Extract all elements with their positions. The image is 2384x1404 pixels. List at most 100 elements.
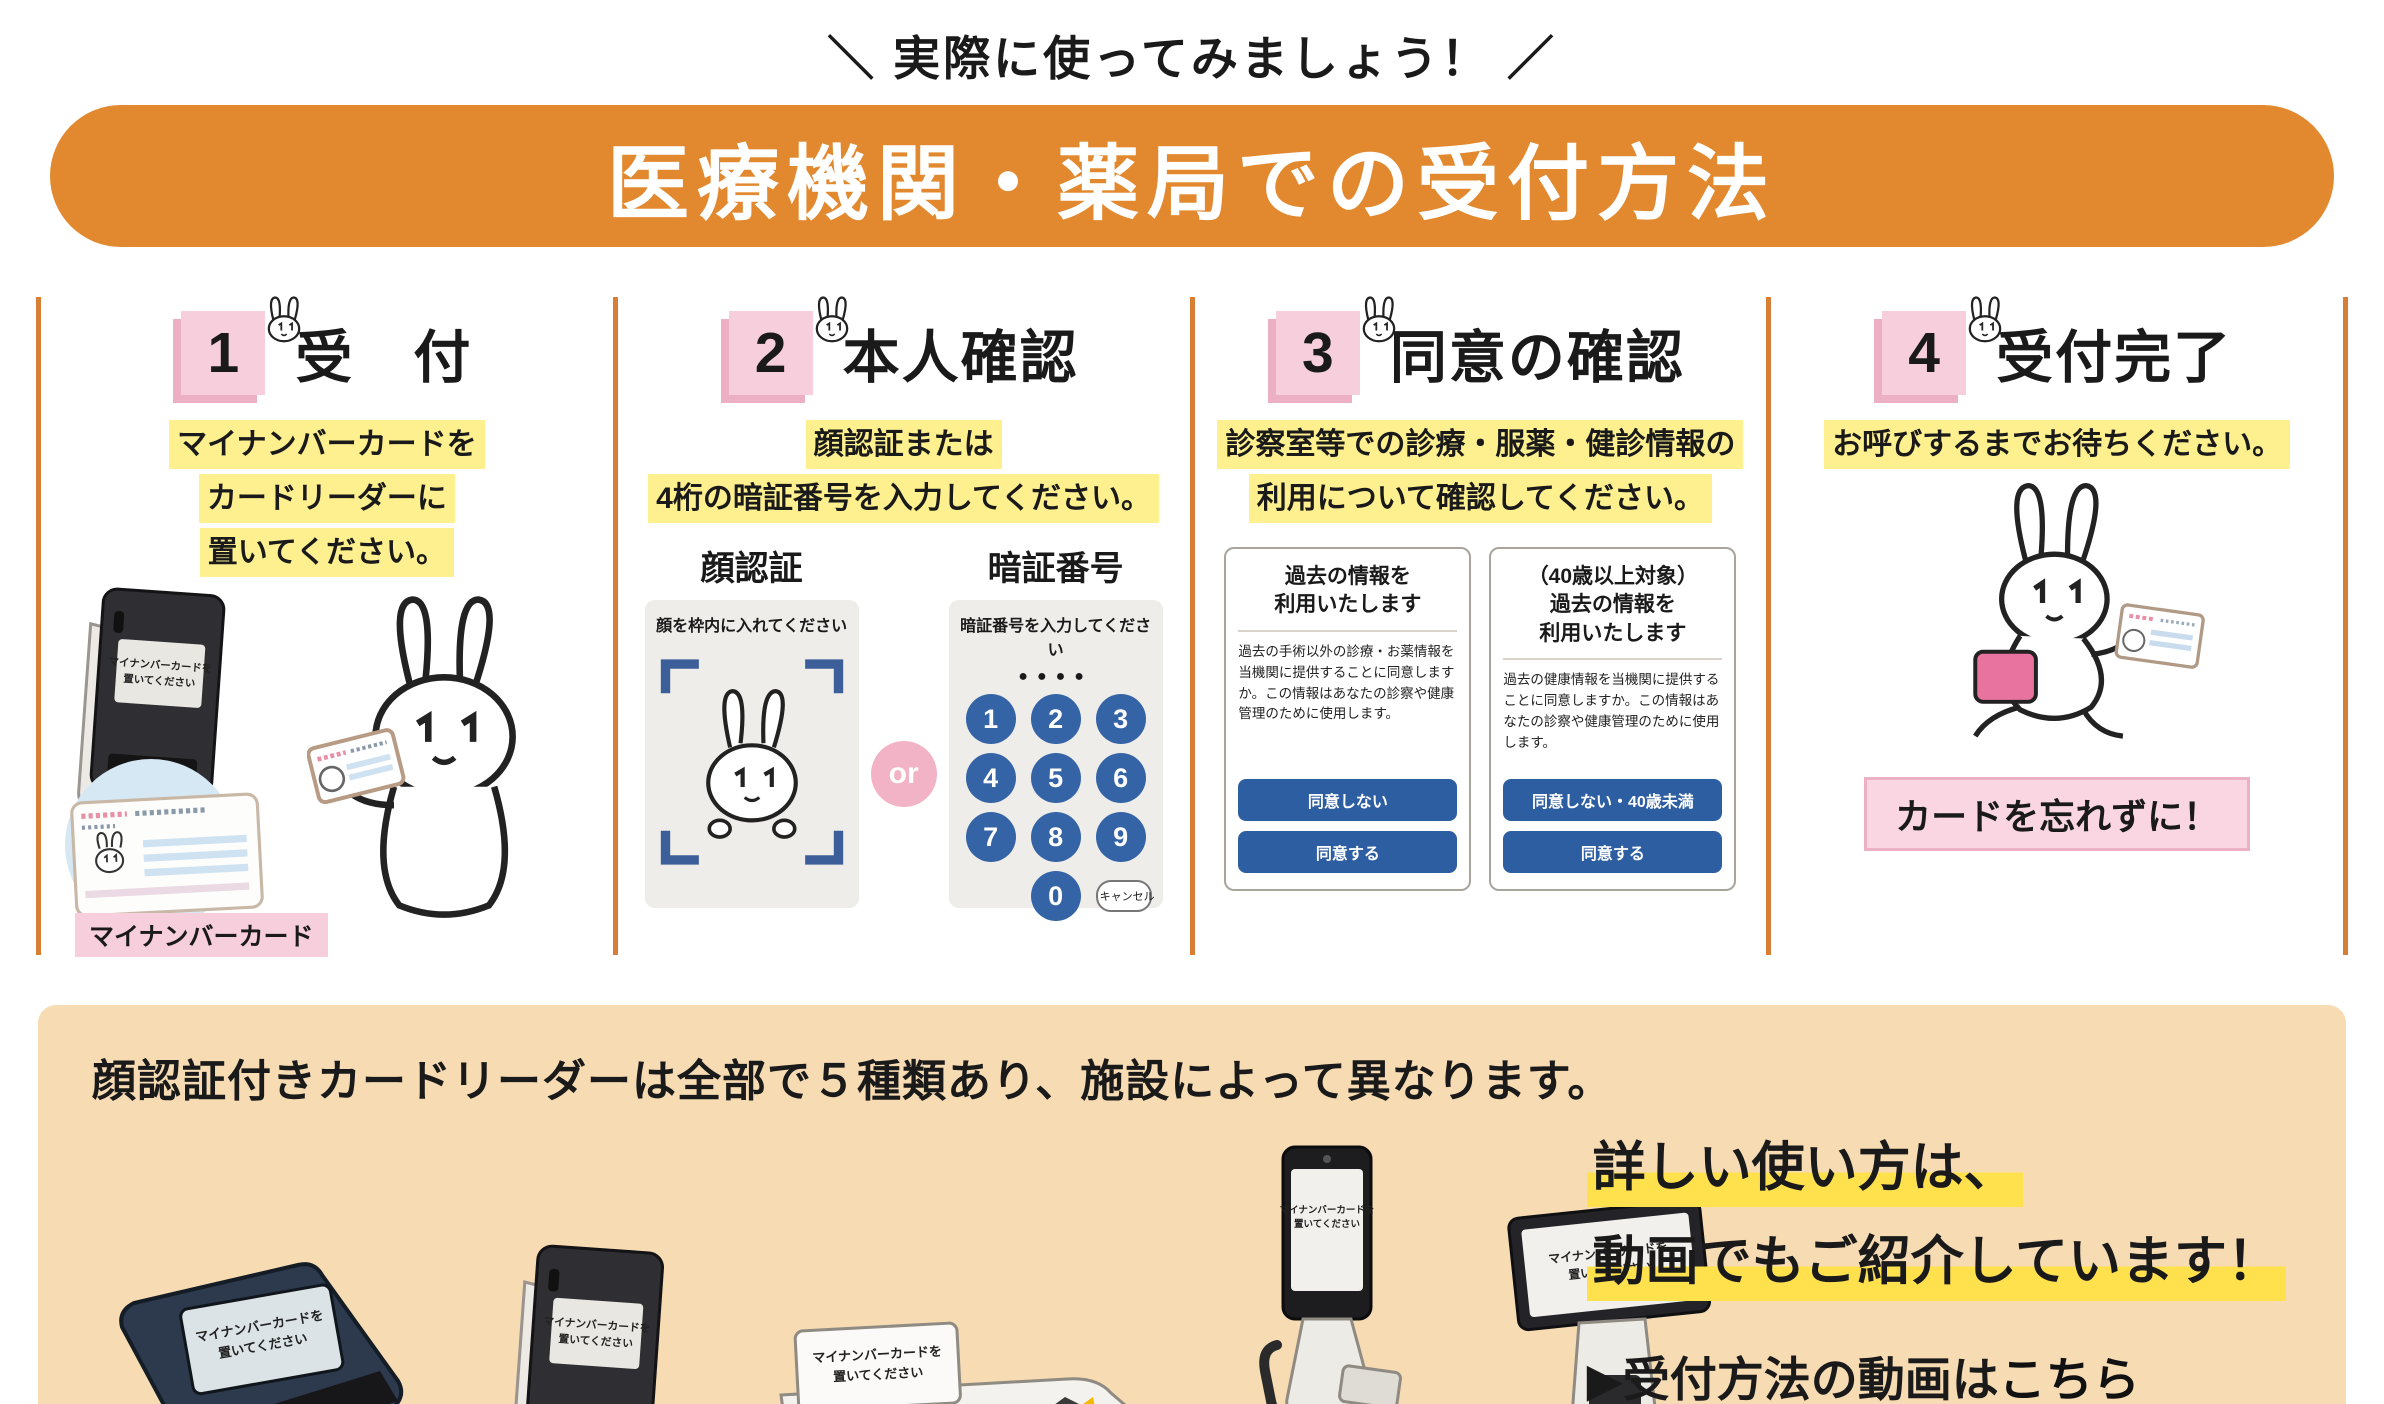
step-1-desc-line: 置いてください。 [199,528,454,577]
or-separator: or [870,741,937,807]
step-2-header: 2 本人確認 [634,296,1174,405]
step-3-desc-line: 診察室等での診療・服薬・健診情報の [1217,420,1744,469]
consent-title-line: 過去の情報を [1284,565,1411,588]
step-3-number-badge: 3 [1275,311,1360,395]
step-3-header: 3 同意の確認 [1211,296,1751,405]
face-auth-option: 顔認証 顔を枠内に入れてください [644,541,859,908]
consent-screen-title: 過去の情報を 利用いたします [1238,563,1458,632]
video-promo: 詳しい使い方は、 動画でもご紹介しています！ ▶受付方法の動画はこちら [1586,1125,2286,1404]
step-1-title: 受 付 [295,326,473,390]
step-2-desc-line: 顔認証または [805,420,1002,469]
rabbit-mascot-with-card [306,596,516,918]
agree-button: 同意する [1238,831,1458,873]
pin-dots: ●●●● [1018,668,1093,685]
keypad-key-1: 1 [965,694,1016,744]
card-reader-type-2: マイナンバーカードを 置いてください [514,1244,664,1404]
step-1-badge-wrap: 1 [181,296,301,395]
step-2-number-badge: 2 [728,311,813,395]
step-4-illustration: カードを忘れずに！ [1787,483,2327,851]
step-1-desc-line: マイナンバーカードを [169,420,485,469]
consent-screen-past-info: 過去の情報を 利用いたします 過去の手術以外の診療・お薬情報を当機関に提供するこ… [1224,547,1472,891]
step-2-badge-wrap: 2 [728,296,848,395]
consent-screens: 過去の情報を 利用いたします 過去の手術以外の診療・お薬情報を当機関に提供するこ… [1211,547,1751,891]
mynumber-card-illustration [70,792,264,918]
video-link-line: ▶受付方法の動画はこちら [1587,1341,2286,1404]
rabbit-mascot-icon [815,296,848,343]
face-auth-label: 顔認証 [700,550,803,588]
step-4-description: お呼びするまでお待ちください。 [1787,415,2327,469]
reader-screen-text: マイナンバーカードを [1280,1204,1375,1216]
step-2-description: 顔認証または 4桁の暗証番号を入力してください。 [634,415,1174,523]
step-1-desc-line: カードリーダーに [198,474,455,523]
consent-title-line: 利用いたします [1539,621,1687,645]
card-reader-type-1: マイナンバーカードを 置いてください [119,1262,404,1404]
step-2-desc-line: 4桁の暗証番号を入力してください。 [648,474,1160,523]
reader-screen-text: 置いてください [833,1365,924,1385]
step-1-header: 1 受 付 [57,296,597,405]
pin-panel: 暗証番号を入力してください ●●●● 1 2 3 4 5 6 7 8 9 [948,600,1163,921]
consent-body-text: 過去の手術以外の診療・お薬情報を当機関に提供することに同意しますか。この情報はあ… [1238,643,1455,722]
consent-screen-over-40: （40歳以上対象） 過去の情報を 利用いたします 過去の健康情報を当機関に提供す… [1489,547,1737,891]
keypad-key-2: 2 [1030,694,1081,744]
step-3-description: 診察室等での診療・服薬・健診情報の 利用について確認してください。 [1211,415,1751,523]
consent-buttons: 同意しない 同意する [1238,769,1458,873]
step-4-title: 受付完了 [1996,326,2233,390]
pin-label: 暗証番号 [987,550,1124,588]
step-3-badge-wrap: 3 [1275,296,1396,395]
reader-screen-text: 置いてください [1294,1218,1360,1230]
step-3-desc-line: 利用について確認してください。 [1248,474,1713,523]
rabbit-mascot-running [1973,483,2205,739]
keypad-key-0: 0 [1030,871,1081,921]
keypad-key-4: 4 [965,753,1016,803]
video-link[interactable]: こちら [1998,1353,2140,1404]
steps-row: 1 受 付 マイナンバーカードを カードリーダーに 置いてください。 [36,296,2348,957]
tagline: ＼ 実際に使ってみましょう！ ／ [827,32,1557,85]
title-banner: 医療機関・薬局での受付方法 [50,105,2334,247]
reader-types-section: 顔認証付きカードリーダーは全部で５種類あり、施設によって異なります。 マイナンバ… [38,1005,2346,1404]
step-4-reception-complete: 4 受付完了 お呼びするまでお待ちください。 [1766,296,2348,955]
consent-title-line: （40歳以上対象） [1527,565,1699,588]
step-2-title: 本人確認 [842,326,1079,390]
keypad-key-5: 5 [1030,753,1081,803]
step-1-number-badge: 1 [181,311,266,395]
video-promo-line-1: 詳しい使い方は、 [1586,1125,2023,1207]
verification-options: 顔認証 顔を枠内に入れてください [634,541,1174,921]
rabbit-mascot-icon [268,296,301,343]
reader-screen-text: 置いてください [123,673,196,690]
video-promo-line-2: 動画でもご紹介しています！ [1586,1219,2286,1301]
step-4-number-badge: 4 [1882,311,1967,395]
step-3-consent-confirmation: 3 同意の確認 診察室等での診療・服薬・健診情報の 利用について確認してください… [1189,296,1767,955]
keypad-cancel-button: キャンセル [1095,880,1155,912]
disagree-button: 同意しない [1238,779,1458,821]
page-title: 医療機関・薬局での受付方法 [606,138,1777,230]
step-1-reception: 1 受 付 マイナンバーカードを カードリーダーに 置いてください。 [36,296,613,957]
consent-title-line: 過去の情報を [1549,593,1676,617]
card-reader-type-3: マイナンバーカードを 置いてください [779,1321,1127,1404]
rabbit-mascot-icon [1362,296,1396,343]
consent-screen-title: （40歳以上対象） 過去の情報を 利用いたします [1503,563,1723,661]
disagree-under-40-button: 同意しない・40歳未満 [1503,779,1723,821]
pin-keypad: 1 2 3 4 5 6 7 8 9 0 キャンセル [957,694,1155,921]
consent-buttons: 同意しない・40歳未満 同意する [1503,769,1723,873]
reader-screen-text: マイナンバーカードを [812,1344,942,1366]
pin-instruction: 暗証番号を入力してください [960,618,1152,659]
step-4-header: 4 受付完了 [1787,296,2327,405]
reader-illustrations-row: マイナンバーカードを 置いてください マイナンバーカードを 置いてください [98,1141,1735,1404]
card-reminder-note: カードを忘れずに！ [1864,777,2251,851]
keypad-key-9: 9 [1095,812,1146,862]
reader-types-note: 顔認証付きカードリーダーは全部で５種類あり、施設によって異なります。 [92,1057,1613,1106]
step-4-badge-wrap: 4 [1882,296,2002,395]
reader-screen-text: 置いてください [558,1333,634,1350]
mynumber-card-caption: マイナンバーカード [75,913,328,957]
keypad-key-6: 6 [1095,753,1146,803]
keypad-key-3: 3 [1095,694,1146,744]
step-1-illustration: マイナンバーカードを 置いてください [57,583,597,957]
video-link-prefix: ▶受付方法の動画は [1586,1353,1999,1404]
step-4-desc-line: お呼びするまでお待ちください。 [1824,420,2291,469]
keypad-key-8: 8 [1030,812,1081,862]
face-frame-illustration [660,659,843,865]
consent-title-line: 利用いたします [1274,593,1422,617]
agree-button: 同意する [1503,831,1723,873]
card-reader-type-4: マイナンバーカードを 置いてください [1259,1145,1402,1404]
